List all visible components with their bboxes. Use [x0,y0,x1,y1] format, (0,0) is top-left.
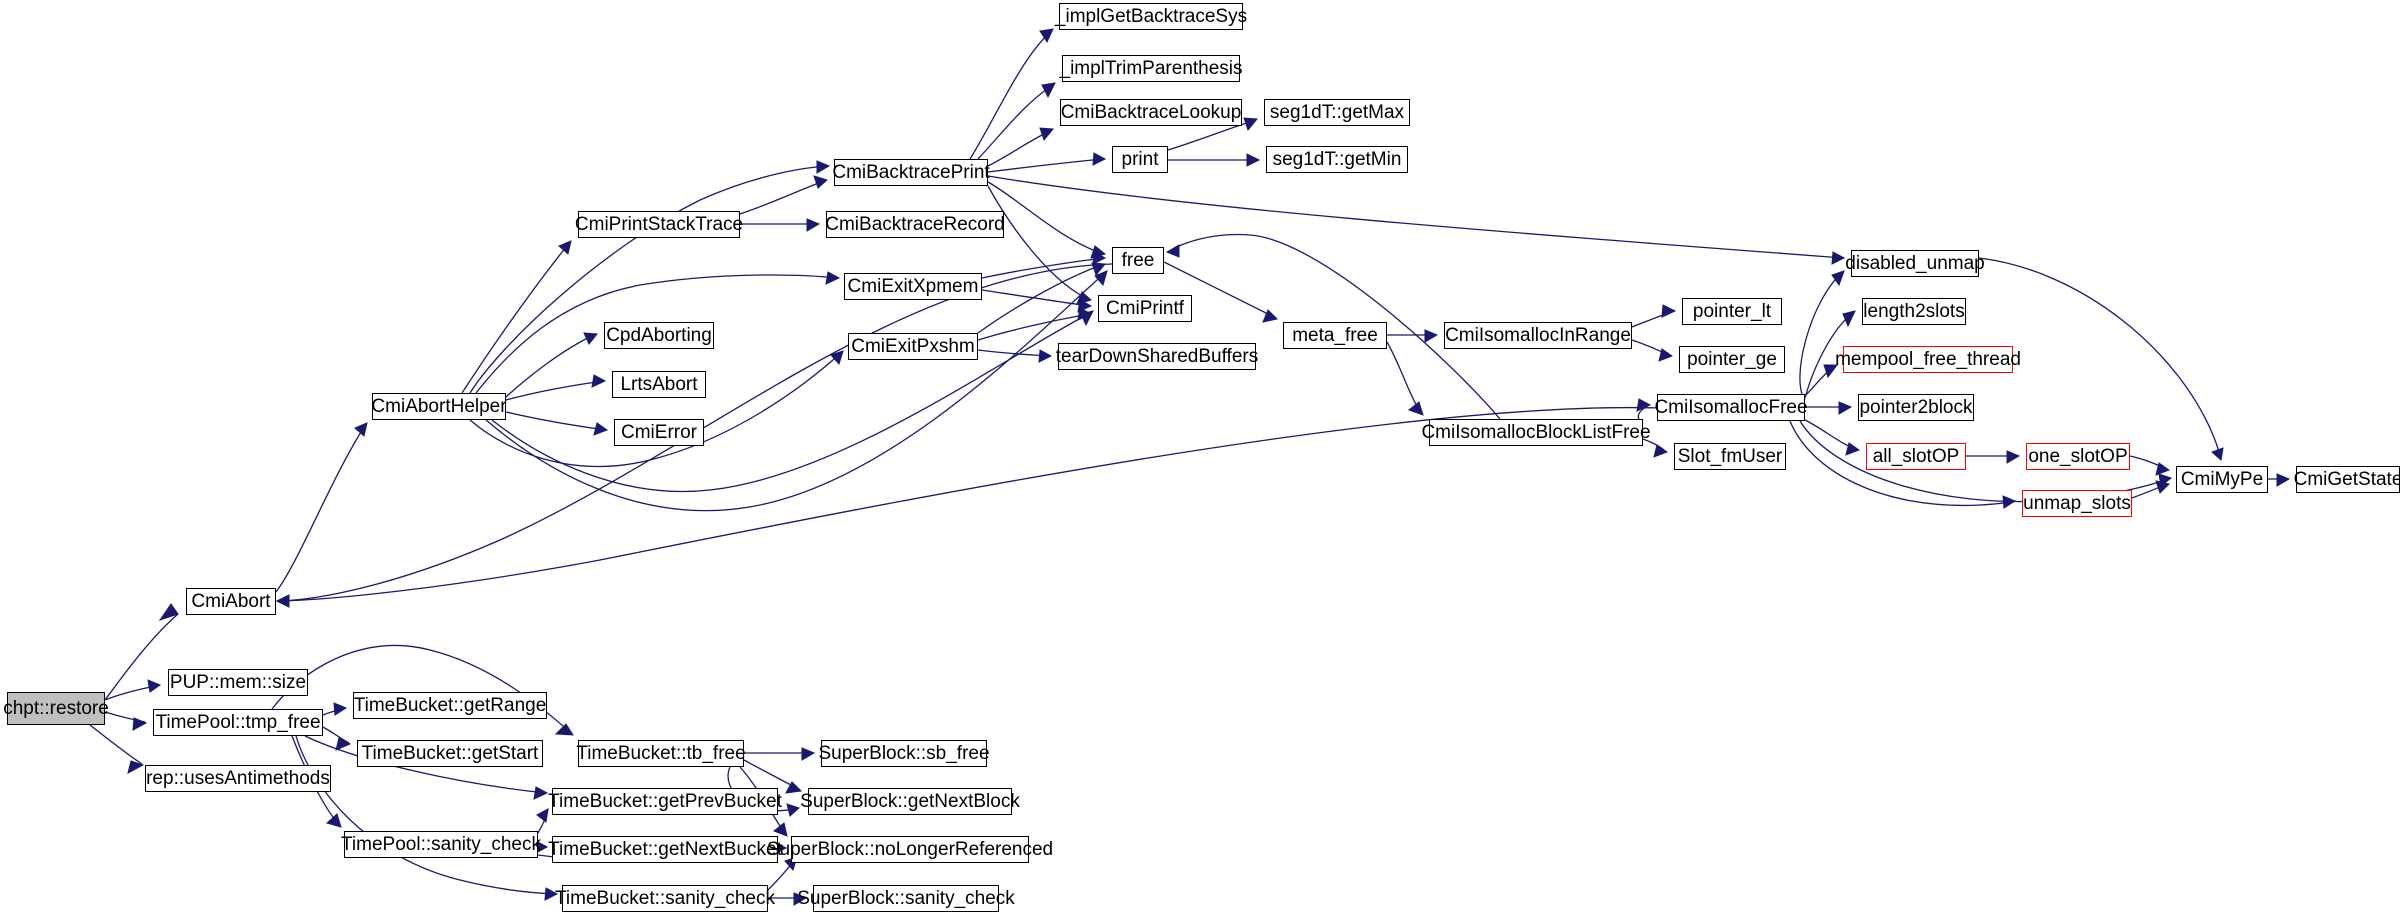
node-disabled_unmap[interactable]: disabled_unmap [1845,250,1985,277]
node-seg1dt_getmax[interactable]: seg1dT::getMax [1264,99,1410,126]
node-cmierror[interactable]: CmiError [614,419,704,446]
node-tb_getstart[interactable]: TimeBucket::getStart [357,740,543,767]
node-cmibacktracerecord[interactable]: CmiBacktraceRecord [825,211,1005,238]
node-slot_fmuser[interactable]: Slot_fmUser [1674,443,1786,470]
node-tb_tb_free[interactable]: TimeBucket::tb_free [576,740,746,767]
node-length2slots[interactable]: length2slots [1862,298,1966,325]
node-unmap_slots[interactable]: unmap_slots [2022,490,2132,517]
node-mempool_free_thread[interactable]: mempool_free_thread [1835,346,2021,373]
node-cmiaborthelper[interactable]: CmiAbortHelper [371,393,507,420]
node-pointer_ge[interactable]: pointer_ge [1679,346,1785,373]
node-one_slotop[interactable]: one_slotOP [2026,443,2130,470]
node-lrtsabort[interactable]: LrtsAbort [612,371,706,398]
node-cmiprintstacktrace[interactable]: CmiPrintStackTrace [575,211,743,238]
node-tb_getprevbucket[interactable]: TimeBucket::getPrevBucket [548,788,782,815]
node-pup_mem_size[interactable]: PUP::mem::size [168,669,308,696]
node-cmibacktraceprint[interactable]: CmiBacktracePrint [832,159,990,186]
node-cmimype[interactable]: CmiMyPe [2176,466,2268,493]
node-impl_trimparenthesis[interactable]: _implTrimParenthesis [1060,55,1243,82]
node-all_slotop[interactable]: all_slotOP [1866,443,1966,470]
node-cmiexitxpmem[interactable]: CmiExitXpmem [844,273,982,300]
node-sb_sb_free[interactable]: SuperBlock::sb_free [818,740,990,767]
node-cmiexitpxshm[interactable]: CmiExitPxshm [848,333,978,360]
node-cmiprintf[interactable]: CmiPrintf [1098,295,1192,322]
node-tb_getnextbucket[interactable]: TimeBucket::getNextBucket [548,836,782,863]
node-cmiabort[interactable]: CmiAbort [186,588,276,615]
node-timepool_tmp_free[interactable]: TimePool::tmp_free [153,709,323,736]
node-cmiisomallocfree[interactable]: CmiIsomallocFree [1654,394,1808,421]
node-cpdaborting[interactable]: CpdAborting [604,322,714,349]
node-seg1dt_getmin[interactable]: seg1dT::getMin [1266,146,1408,173]
node-cmigetstate[interactable]: CmiGetState [2294,466,2400,493]
node-sb_nolongerreferenced[interactable]: SuperBlock::noLongerReferenced [767,836,1053,863]
node-cmiisomallocinrange[interactable]: CmiIsomallocInRange [1444,322,1632,349]
node-meta_free[interactable]: meta_free [1283,322,1387,349]
node-cmibacktracelookup[interactable]: CmiBacktraceLookup [1060,99,1242,126]
node-cmiisomallocblocklistfree[interactable]: CmiIsomallocBlockListFree [1421,419,1651,446]
node-rep_usesantimethods[interactable]: rep::usesAntimethods [145,765,331,792]
node-free[interactable]: free [1112,247,1164,274]
node-impl_getbacktracesys[interactable]: _implGetBacktraceSys [1055,3,1247,30]
node-sb_sanity_check[interactable]: SuperBlock::sanity_check [797,885,1015,912]
node-sb_getnextblock[interactable]: SuperBlock::getNextBlock [800,788,1020,815]
node-chpt_restore[interactable]: chpt::restore [3,692,109,725]
node-tb_sanity_check[interactable]: TimeBucket::sanity_check [555,885,775,912]
node-pointer_lt[interactable]: pointer_lt [1682,298,1782,325]
node-print[interactable]: print [1112,146,1168,173]
node-pointer2block[interactable]: pointer2block [1858,394,1974,421]
node-tb_getrange[interactable]: TimeBucket::getRange [353,692,547,719]
node-teardownsharedbuffers[interactable]: tearDownSharedBuffers [1056,343,1258,370]
node-timepool_sanity_check[interactable]: TimePool::sanity_check [341,831,541,858]
